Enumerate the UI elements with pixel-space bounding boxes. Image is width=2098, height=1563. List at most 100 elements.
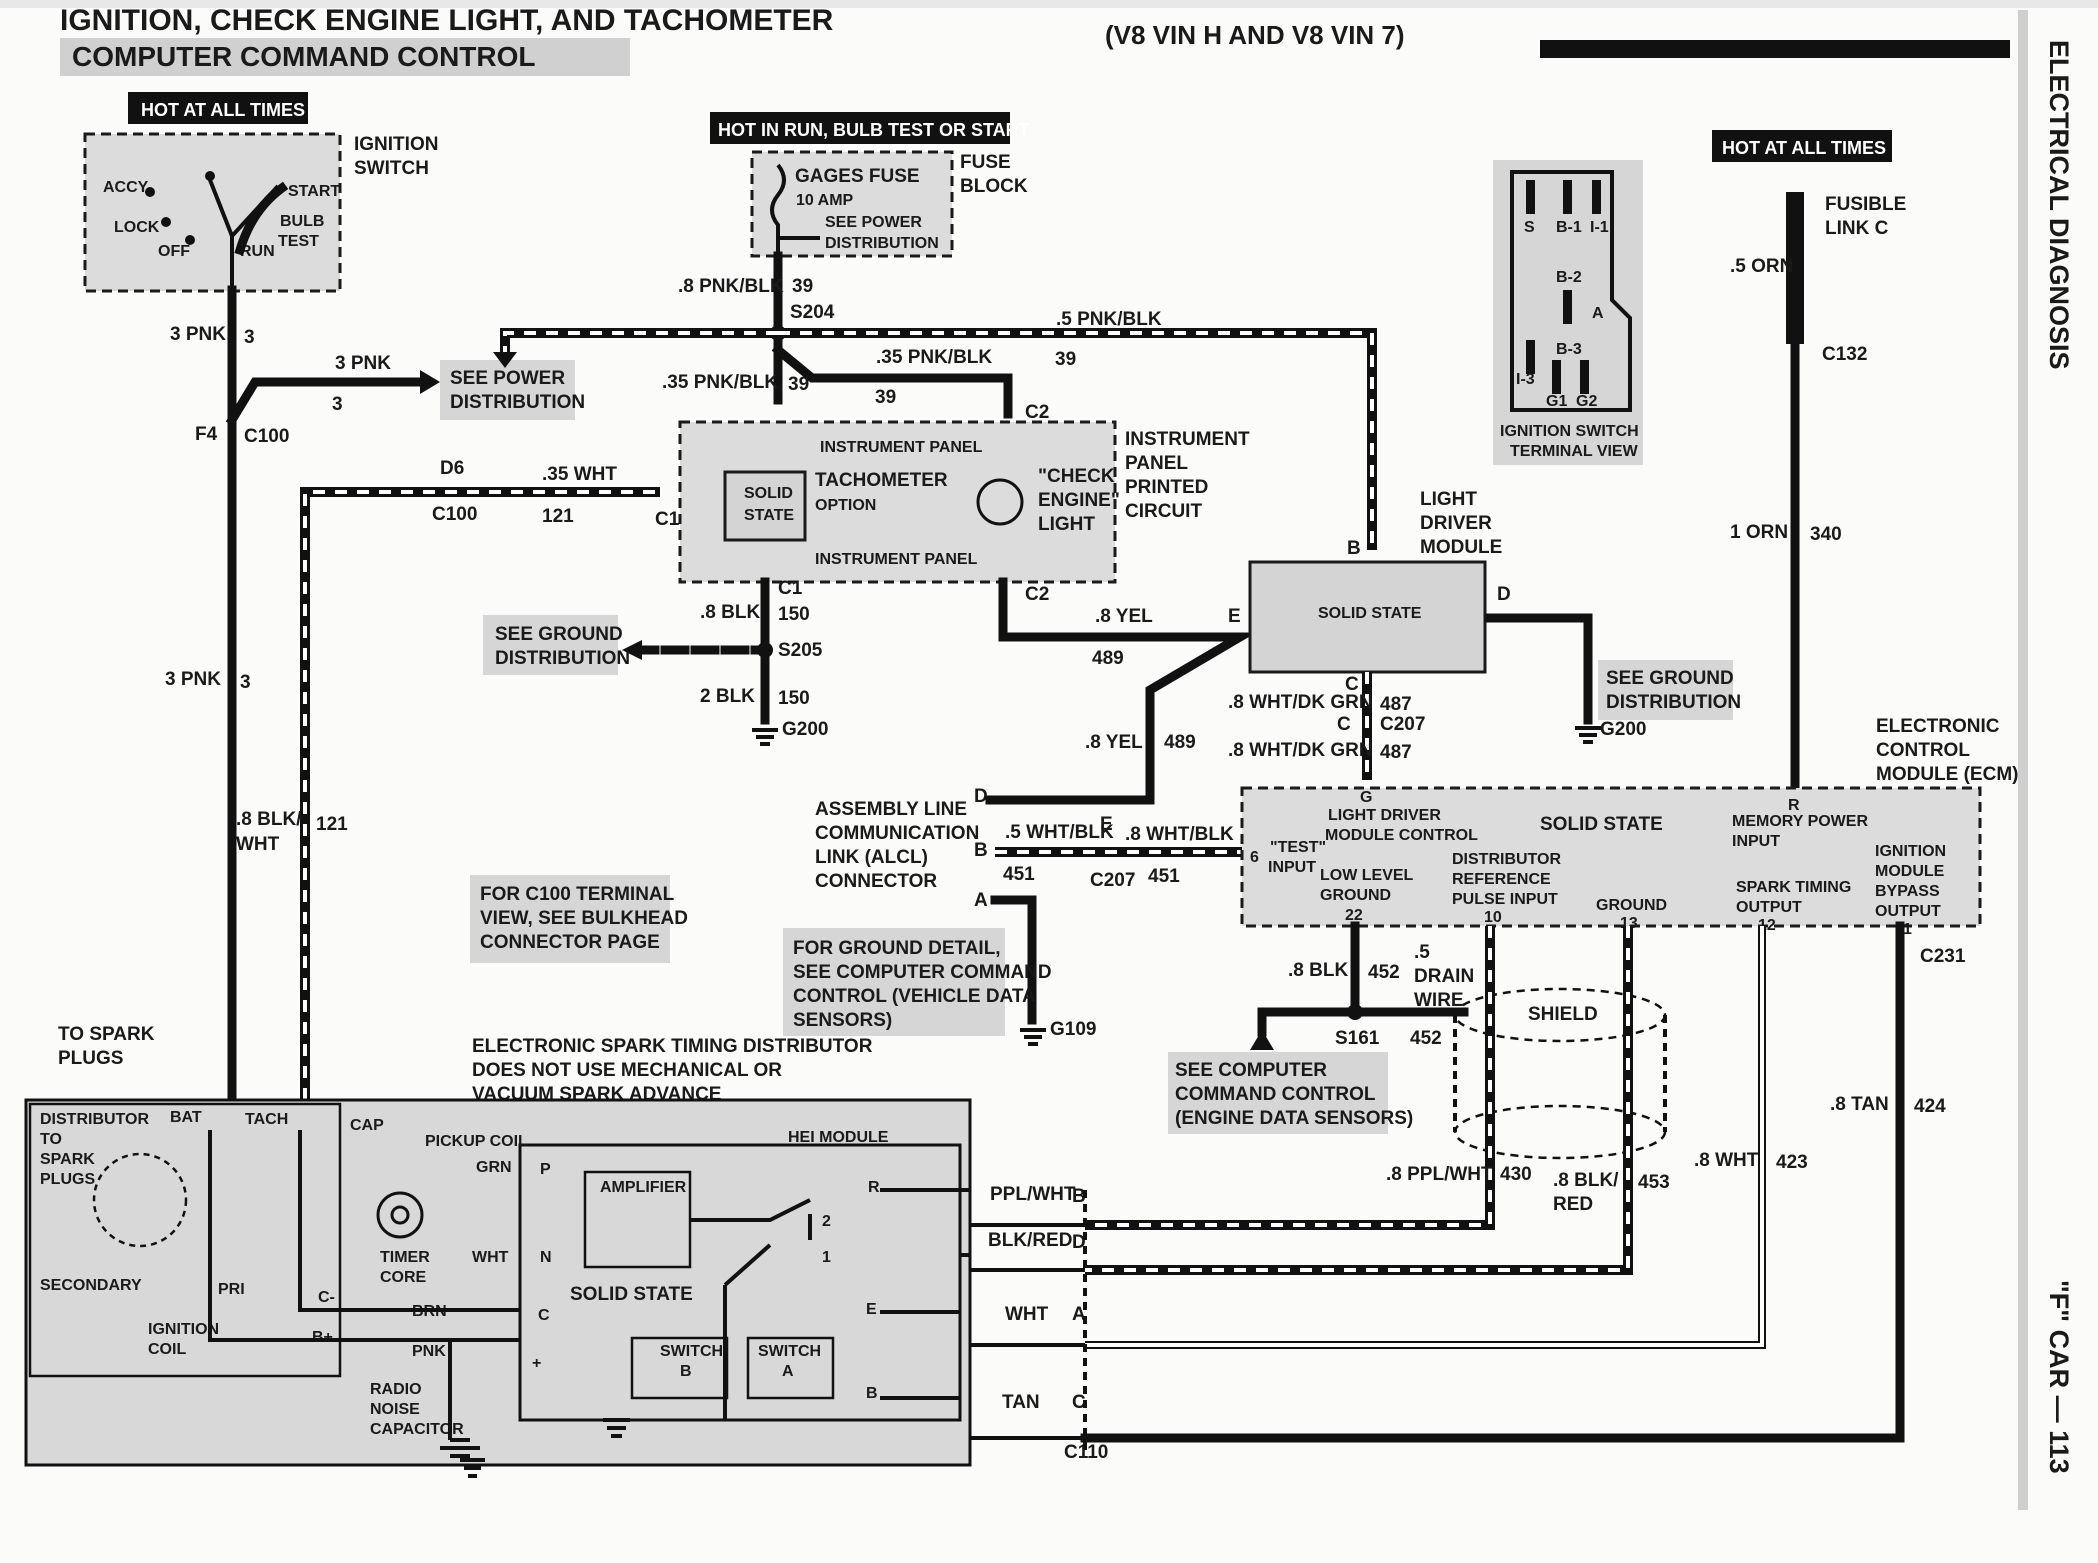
hei-b-label: B	[866, 1385, 878, 1402]
wire-3-num: 3	[244, 327, 255, 348]
c1-label-bot: C1	[778, 578, 803, 599]
drain-label: .5	[1414, 942, 1430, 963]
radio-label-3: CAPACITOR	[370, 1421, 464, 1438]
terminal-view-label-2: TERMINAL VIEW	[1510, 443, 1639, 460]
c110-b-label: B	[1072, 1186, 1086, 1207]
to-spark-label: TO SPARK	[58, 1024, 155, 1045]
fusible-link-label: FUSIBLE	[1825, 194, 1906, 215]
ecm-gnd-label: GROUND	[1596, 897, 1667, 914]
ecm-drpi-label: DISTRIBUTOR	[1452, 851, 1561, 868]
c110-c-label: C	[1072, 1392, 1086, 1413]
dist-to-label-4: PLUGS	[40, 1171, 95, 1188]
wire-430-num: 430	[1500, 1164, 1532, 1185]
light-label: LIGHT	[1038, 514, 1095, 535]
ecm-pin-6: 6	[1250, 849, 1259, 866]
ldm-label: LIGHT	[1420, 489, 1477, 510]
see-ground-label: SEE GROUND	[495, 624, 623, 645]
wire-150-num-2: 150	[778, 688, 810, 709]
s205-label: S205	[778, 640, 823, 661]
ground-note: FOR GROUND DETAIL,	[793, 938, 1001, 959]
ldm-b-label: B	[1347, 538, 1361, 559]
tach-option-label: OPTION	[815, 497, 876, 514]
wire-08-yel-label: .8 YEL	[1095, 606, 1153, 627]
alcl-label-2: COMMUNICATION	[815, 823, 979, 844]
ecm-label-3: MODULE (ECM)	[1876, 764, 2018, 785]
wire-487-label-2: .8 WHT/DK GRN	[1228, 740, 1373, 761]
secondary-label: SECONDARY	[40, 1277, 142, 1294]
hei-n-label: N	[540, 1249, 552, 1266]
wire-3-pnk-label-2: 3 PNK	[165, 669, 221, 690]
ecm-solid-state: SOLID STATE	[1540, 814, 1663, 835]
wire-423-num: 423	[1776, 1152, 1808, 1173]
alcl-label-4: CONNECTOR	[815, 871, 937, 892]
pri-label: PRI	[218, 1281, 245, 1298]
fuse-block-label: FUSE	[960, 152, 1011, 173]
wire-424	[1080, 921, 1905, 1443]
s161-label: S161	[1335, 1028, 1380, 1049]
pin-g2: G2	[1576, 393, 1597, 410]
wire-121-color: .8 BLK/	[236, 809, 302, 830]
ecm-label: ELECTRONIC	[1876, 716, 2000, 737]
c110-wht-label: WHT	[1005, 1304, 1049, 1325]
c100-note-2: VIEW, SEE BULKHEAD	[480, 908, 688, 929]
ip-top-label: INSTRUMENT PANEL	[820, 439, 983, 456]
timer-label: TIMER	[380, 1249, 430, 1266]
switch-b-label: SWITCH	[660, 1343, 723, 1360]
ecm-spark-label: SPARK TIMING	[1736, 879, 1851, 896]
alcl-d-label: D	[974, 786, 988, 807]
engine-label: ENGINE"	[1038, 490, 1120, 511]
ecm-ign-label: IGNITION	[1875, 843, 1946, 860]
wire-487-num: 487	[1380, 694, 1412, 715]
wire-05-orn-label: .5 ORN	[1730, 256, 1793, 277]
ecm-ldmc-label-2: MODULE CONTROL	[1325, 827, 1478, 844]
wire-035-wht-label: .35 WHT	[542, 464, 617, 485]
side-title: ELECTRICAL DIAGNOSIS	[2044, 40, 2074, 370]
ecm-llg-label-2: GROUND	[1320, 887, 1391, 904]
switch-a-box	[746, 1336, 835, 1400]
wire-487-label: .8 WHT/DK GRN	[1228, 692, 1373, 713]
ecm-mem-label: MEMORY POWER	[1732, 813, 1868, 830]
hot-at-all-times-label-2: HOT AT ALL TIMES	[1722, 138, 1886, 158]
see-power-dist-label-2: DISTRIBUTION	[450, 392, 585, 413]
terminal-view-label: IGNITION SWITCH	[1500, 423, 1639, 440]
tach-label: TACH	[245, 1111, 288, 1128]
f4-label: F4	[195, 424, 218, 445]
wire-453-label: .8 BLK/	[1553, 1170, 1619, 1191]
page-label: "F" CAR — 113	[2044, 1280, 2074, 1474]
ground-note-2: SEE COMPUTER COMMAND	[793, 962, 1052, 983]
hei-p-label: P	[540, 1161, 551, 1178]
c100-label-2: C100	[432, 504, 477, 525]
hei-module-box	[518, 1143, 962, 1422]
pnk-label: PNK	[412, 1343, 446, 1360]
distribution-label: DISTRIBUTION	[825, 235, 939, 252]
diagram-title: IGNITION, CHECK ENGINE LIGHT, AND TACHOM…	[60, 4, 834, 37]
ecm-pin-22: 22	[1345, 907, 1363, 924]
see-ccc-label-2: COMMAND CONTROL	[1175, 1084, 1376, 1105]
diagram-subtitle: COMPUTER COMMAND CONTROL	[72, 41, 536, 72]
ecm-drpi-label-3: PULSE INPUT	[1452, 891, 1558, 908]
wire-340-num: 340	[1810, 524, 1842, 545]
ign-coil-label-2: COIL	[148, 1341, 186, 1358]
wire-423-label: .8 WHT	[1694, 1150, 1759, 1171]
g109-label: G109	[1050, 1019, 1096, 1040]
gages-amp-label: 10 AMP	[796, 192, 854, 209]
ign-start-label: START	[288, 183, 340, 200]
g200-label: G200	[782, 719, 828, 740]
wire-121	[300, 487, 660, 1100]
c231-label: C231	[1920, 946, 1966, 967]
ignition-switch-label: IGNITION	[354, 134, 438, 155]
wire-452-num-2: 452	[1410, 1028, 1442, 1049]
hei-1-label: 1	[822, 1249, 831, 1266]
wire-08-pnk-blk-label: .8 PNK/BLK	[678, 276, 784, 297]
hot-at-all-times-badge	[128, 92, 308, 124]
b-plus-label: B+	[312, 1329, 333, 1346]
c207-label-2: C207	[1090, 870, 1135, 891]
see-power-label: SEE POWER	[825, 214, 922, 231]
hei-r-label: R	[868, 1179, 880, 1196]
c207-c-label: C	[1337, 714, 1351, 735]
see-power-dist-label: SEE POWER	[450, 368, 565, 389]
wire-424-num: 424	[1914, 1096, 1946, 1117]
c207-e-label: E	[1100, 814, 1113, 835]
ecm-g-label: G	[1360, 789, 1372, 806]
wire-39-num-3: 39	[875, 387, 896, 408]
